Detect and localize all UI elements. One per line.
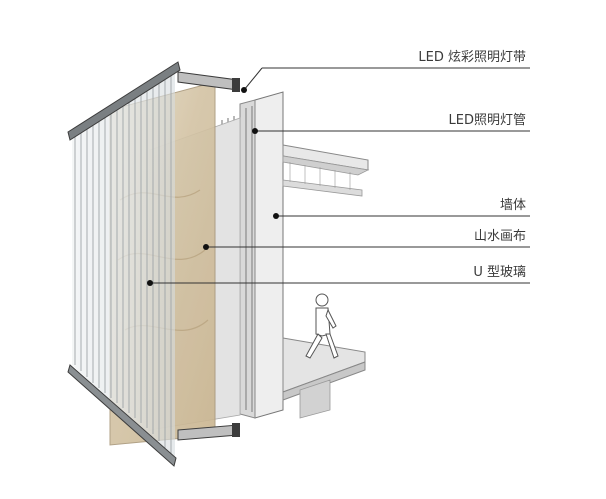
svg-text:墙体: 墙体: [500, 198, 526, 213]
person-figure-icon: [305, 293, 339, 359]
svg-text:山水画布: 山水画布: [474, 229, 526, 244]
svg-text:LED 炫彩照明灯带: LED 炫彩照明灯带: [418, 49, 526, 65]
label-wall: 墙体: [273, 198, 530, 219]
label-led-tube: LED照明灯管: [252, 113, 530, 134]
label-canvas: 山水画布: [203, 229, 530, 250]
svg-text:U 型玻璃: U 型玻璃: [473, 265, 526, 280]
label-u-glass: U 型玻璃: [147, 265, 530, 286]
u-glass-layer: [67, 61, 181, 467]
label-led-strip: LED 炫彩照明灯带: [241, 49, 530, 93]
svg-text:LED照明灯管: LED照明灯管: [449, 113, 526, 128]
building-wall: [239, 91, 370, 419]
led-strip-rails: [177, 71, 240, 441]
